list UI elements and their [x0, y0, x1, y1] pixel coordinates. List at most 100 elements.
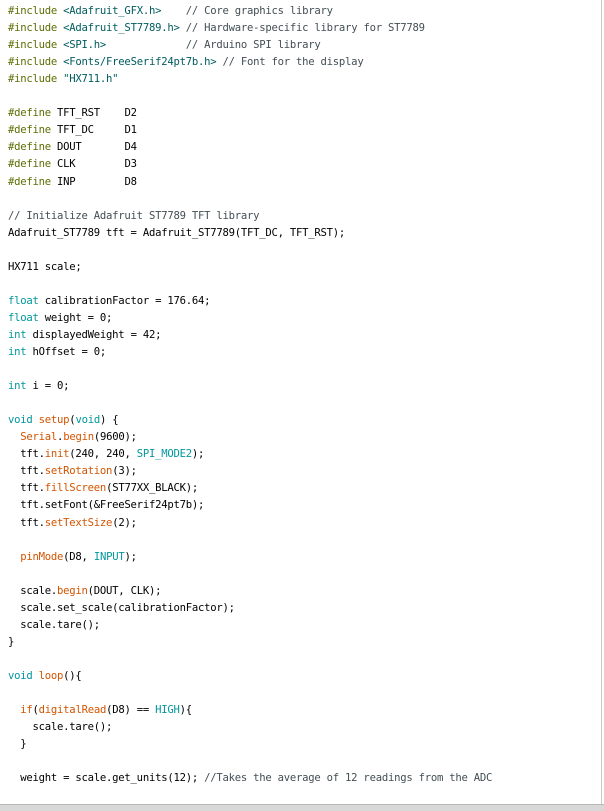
code-token: int — [8, 380, 27, 393]
code-token: ) { — [99, 414, 119, 427]
code-line: #include <Adafruit_ST7789.h> // Hardware… — [8, 20, 425, 37]
code-line: tft.init(240, 240, SPI_MODE2); — [8, 446, 204, 463]
code-line: scale.tare(); — [8, 719, 113, 736]
code-token — [106, 39, 186, 51]
code-token: #define — [8, 107, 58, 120]
code-token: begin — [57, 584, 88, 597]
code-line: #define TFT_DC D1 — [8, 122, 137, 139]
code-token: setTextSize — [44, 516, 113, 529]
code-token: digitalRead — [38, 704, 107, 717]
code-token: INP D8 — [57, 175, 137, 188]
code-line: scale.begin(DOUT, CLK); — [8, 583, 161, 600]
code-line: tft.setRotation(3); — [8, 463, 137, 480]
code-token: SPI_MODE2 — [136, 448, 192, 461]
code-token: #define — [8, 124, 58, 137]
code-token: #define — [8, 141, 58, 154]
code-line: } — [8, 634, 14, 651]
code-line: if(digitalRead(D8) == HIGH){ — [8, 702, 192, 719]
code-token: tft. — [8, 465, 45, 478]
code-token: } — [8, 738, 27, 751]
code-token — [8, 704, 20, 716]
code-line: } — [8, 736, 26, 753]
code-token: <Adafruit_ST7789.h> — [63, 22, 180, 35]
code-line: // Initialize Adafruit ST7789 TFT librar… — [8, 208, 260, 225]
code-token: "HX711.h" — [63, 73, 119, 86]
code-token: } — [8, 635, 15, 648]
code-token: // Arduino SPI library — [185, 39, 321, 52]
code-token: // Hardware-specific library for ST7789 — [185, 22, 425, 35]
code-token: void — [75, 414, 100, 427]
code-line: int i = 0; — [8, 378, 70, 395]
code-token: // Font for the display — [222, 56, 364, 69]
code-token: HX711 scale; — [8, 260, 82, 273]
code-token: (DOUT, CLK); — [87, 584, 162, 597]
code-token: TFT_RST D2 — [57, 107, 137, 120]
code-token: tft.setFont(&FreeSerif24pt7b); — [8, 499, 205, 512]
code-line: Serial.begin(9600); — [8, 429, 137, 446]
code-line: #define CLK D3 — [8, 156, 137, 173]
code-token: DOUT D4 — [57, 141, 137, 154]
code-token: // Initialize Adafruit ST7789 TFT librar… — [8, 209, 260, 222]
code-token: pinMode — [20, 550, 64, 563]
code-token: tft. — [8, 448, 45, 461]
code-token: (){ — [63, 669, 82, 682]
code-token: HIGH — [155, 704, 180, 717]
code-token: init — [44, 448, 70, 461]
code-token — [8, 551, 20, 563]
code-token: TFT_DC D1 — [57, 124, 137, 137]
code-token: #include — [8, 39, 64, 52]
code-line: Adafruit_ST7789 tft = Adafruit_ST7789(TF… — [8, 225, 345, 242]
code-line: tft.fillScreen(ST77XX_BLACK); — [8, 480, 198, 497]
code-line: scale.tare(); — [8, 617, 100, 634]
code-token: setRotation — [44, 465, 113, 478]
code-token — [8, 431, 20, 443]
code-line: pinMode(D8, INPUT); — [8, 549, 137, 566]
code-token: (D8, — [63, 550, 94, 563]
code-line: tft.setFont(&FreeSerif24pt7b); — [8, 497, 204, 514]
code-line: int hOffset = 0; — [8, 344, 106, 361]
code-token: // Core graphics library — [185, 5, 333, 17]
code-token: <SPI.h> — [63, 39, 107, 52]
code-line: float weight = 0; — [8, 310, 112, 327]
code-token: (2); — [112, 516, 137, 529]
code-token: <Fonts/FreeSerif24pt7b.h> — [63, 56, 217, 69]
code-token: loop — [38, 669, 64, 682]
code-token: CLK D3 — [57, 158, 137, 171]
code-token: (240, 240, — [69, 448, 137, 461]
code-token: #define — [8, 158, 58, 171]
code-token: fillScreen — [44, 482, 107, 495]
code-token: scale.tare(); — [8, 618, 100, 631]
code-token: scale.set_scale(calibrationFactor); — [8, 601, 235, 614]
code-token: #define — [8, 175, 58, 188]
code-token: Serial — [20, 431, 58, 444]
code-token — [161, 5, 186, 17]
code-token: hOffset = 0; — [26, 346, 107, 358]
code-token: (3); — [112, 465, 137, 478]
code-token: scale.tare(); — [8, 721, 113, 734]
code-line: #include "HX711.h" — [8, 71, 119, 88]
code-token: void — [8, 669, 33, 682]
code-token: tft. — [8, 482, 45, 495]
code-token: weight = 0; — [38, 311, 113, 324]
code-token: #include — [8, 56, 64, 69]
code-token: <Adafruit_GFX.h> — [63, 5, 162, 17]
code-token: #include — [8, 5, 64, 17]
code-token: float — [8, 294, 39, 307]
code-token: ( — [69, 414, 76, 427]
code-token: #include — [8, 73, 64, 86]
code-line: void loop(){ — [8, 668, 82, 685]
code-line: #define INP D8 — [8, 174, 137, 191]
code-token: int — [8, 328, 27, 341]
code-token: INPUT — [93, 550, 125, 563]
horizontal-scrollbar[interactable] — [0, 804, 604, 811]
code-line: float calibrationFactor = 176.64; — [8, 293, 210, 310]
code-line: int displayedWeight = 42; — [8, 327, 161, 344]
code-line: #include <Adafruit_GFX.h> // Core graphi… — [8, 3, 333, 20]
code-token: (ST77XX_BLACK); — [106, 482, 198, 495]
code-token: setup — [38, 414, 70, 427]
code-token: tft. — [8, 516, 45, 529]
code-line: #define TFT_RST D2 — [8, 105, 137, 122]
code-token: scale. — [8, 584, 58, 597]
code-token: . — [57, 431, 64, 444]
